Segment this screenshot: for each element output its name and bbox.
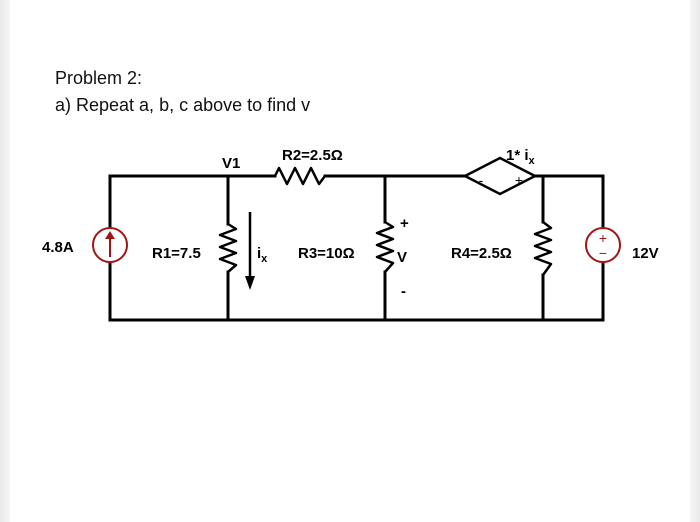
r2-label: R2=2.5Ω [282, 147, 343, 164]
voltage-source-circle [585, 227, 621, 263]
current-source [92, 227, 128, 263]
voltage-source-label: 12V [632, 245, 659, 262]
dependent-source: - + [462, 156, 538, 196]
resistor-r3-zigzag [375, 220, 395, 273]
current-source-label: 4.8A [42, 239, 74, 256]
resistor-r2-zigzag [273, 166, 326, 186]
resistors [218, 166, 553, 276]
problem-part-a: a) Repeat a, b, c above to find v [55, 95, 311, 115]
resistor-r1-zigzag [218, 222, 238, 273]
r4-label: R4=2.5Ω [451, 245, 512, 262]
r3-label: R3=10Ω [298, 245, 355, 262]
voltage-source-plus: + [599, 230, 607, 246]
dependent-source-label-main: 1* i [506, 147, 529, 164]
circuit-wires [108, 174, 605, 322]
ix-label: ix [257, 245, 268, 265]
current-source-arrow-head [105, 231, 115, 239]
r1-label: R1=7.5 [152, 245, 201, 262]
ix-arrow-head [245, 276, 255, 290]
v-plus-label: + [400, 215, 409, 232]
left-border-strip [0, 0, 10, 522]
dependent-source-diamond [462, 156, 538, 196]
dependent-source-label: 1* ix [506, 147, 536, 167]
v-label: V [397, 249, 407, 266]
ix-label-main: i [257, 245, 261, 262]
v-minus-label: - [401, 283, 406, 300]
voltage-source: + − [585, 227, 621, 263]
problem-title: Problem 2: [55, 68, 143, 88]
ix-arrow [245, 212, 255, 290]
dependent-source-label-sub: x [529, 155, 536, 167]
right-border-strip [690, 0, 700, 522]
voltage-source-minus: − [599, 245, 607, 261]
dependent-source-minus: - [479, 172, 484, 188]
node-v1-label: V1 [222, 155, 240, 172]
ix-label-sub: x [261, 253, 268, 265]
resistor-r4-zigzag [533, 221, 553, 276]
dependent-source-plus: + [515, 172, 523, 188]
